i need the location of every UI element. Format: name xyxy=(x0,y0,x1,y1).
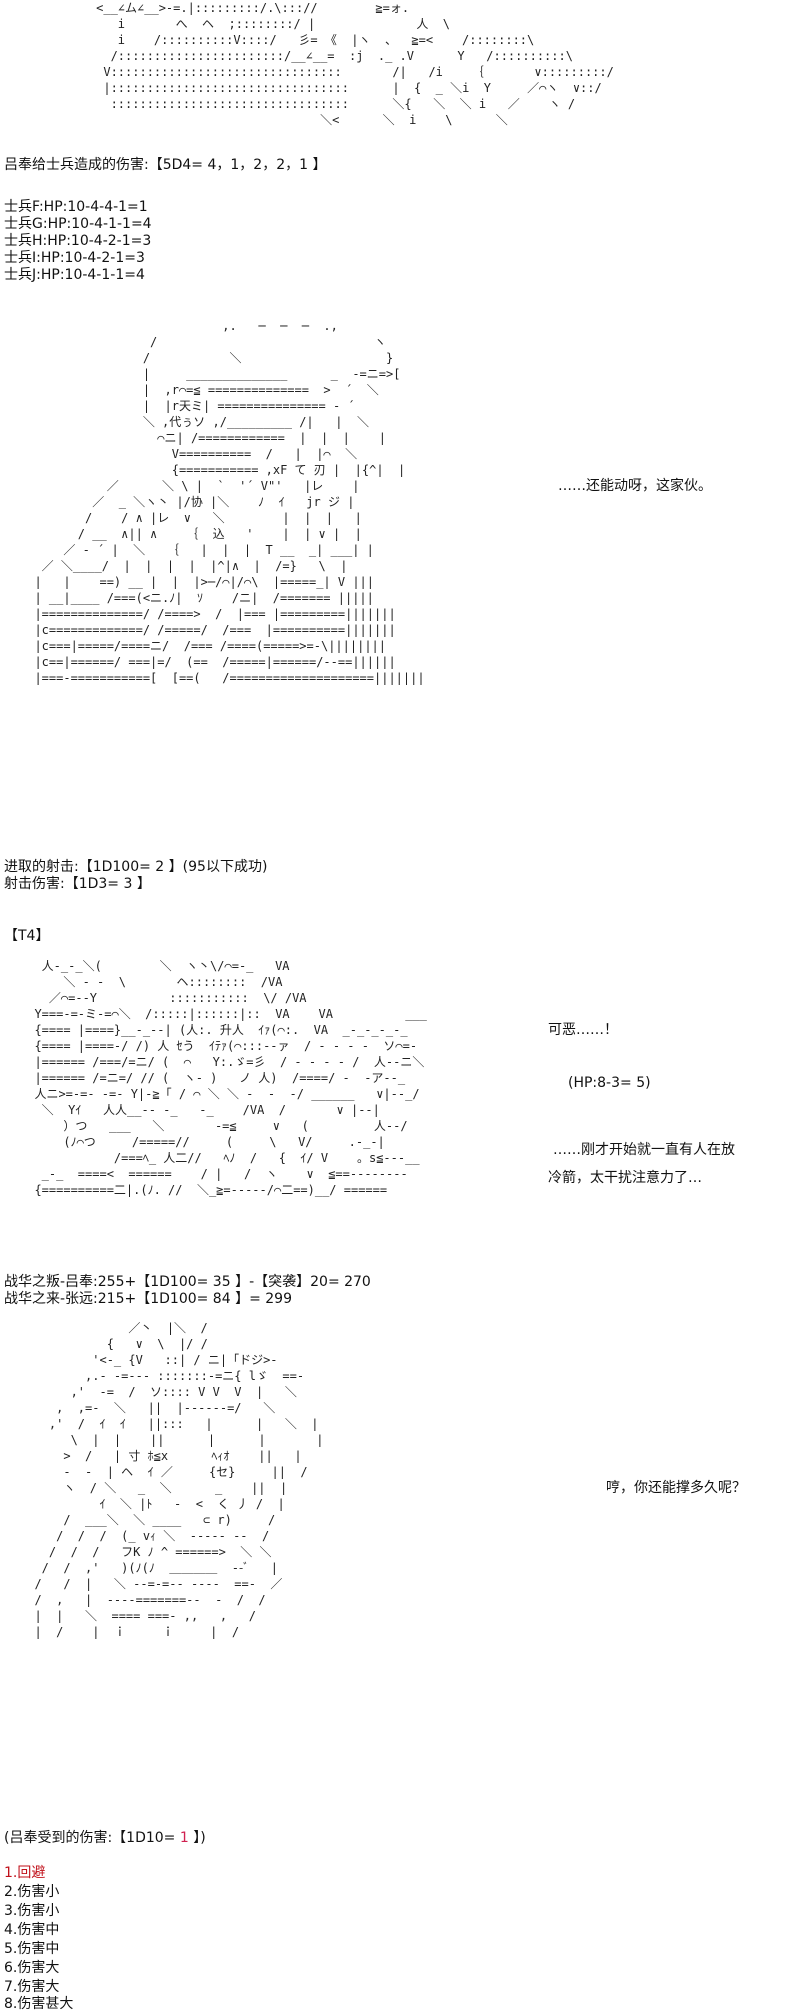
speech-damn: 可恶……！ xyxy=(548,1022,618,1038)
damage-roll-line: 吕奉给士兵造成的伤害:【5D4= 4，1，2，2，1 】 xyxy=(4,157,327,173)
outcome-8: 8.伤害甚大 xyxy=(4,1996,74,2012)
damage-suffix: 】) xyxy=(188,1830,206,1846)
soldier-hp-h: 士兵H:HP:10-4-2-1=3 xyxy=(4,233,152,249)
battle-roll-lubu: 战华之叛-吕奉:255+【1D100= 35 】-【突袭】20= 270 xyxy=(4,1274,371,1290)
ascii-art-lubu-bow: ,. ─ ─ ─ ., / ヽ / ＼ } | ______________ _… xyxy=(34,319,425,685)
outcome-1: 1.回避 xyxy=(4,1865,46,1881)
speech-arrows-1: ……刚才开始就一直有人在放 xyxy=(553,1142,735,1158)
ascii-art-battle: 人-_-_＼( ＼ ヽ丶\/⌒=-_ VA ＼ - - \ ヘ:::::::: … xyxy=(34,959,427,1197)
damage-taken-line: (吕奉受到的伤害:【1D10= 1 】) xyxy=(4,1830,206,1847)
ascii-art-top: <__∠ム∠__>-=.|:::::::::/.\:::// ≧=ォ. i へ … xyxy=(96,1,614,127)
soldier-hp-f: 士兵F:HP:10-4-4-1=1 xyxy=(4,199,148,215)
speech-arrows-2: 冷箭，太干扰注意力了… xyxy=(548,1170,702,1186)
soldier-hp-g: 士兵G:HP:10-4-1-1=4 xyxy=(4,216,152,232)
outcome-3: 3.伤害小 xyxy=(4,1903,60,1919)
speech-taunt: 哼，你还能撑多久呢？ xyxy=(606,1480,746,1496)
damage-prefix: (吕奉受到的伤害:【1D10= xyxy=(4,1830,180,1846)
shot-damage: 射击伤害:【1D3= 3 】 xyxy=(4,876,151,892)
outcome-4: 4.伤害中 xyxy=(4,1922,60,1938)
soldier-hp-j: 士兵J:HP:10-4-1-1=4 xyxy=(4,267,145,283)
outcome-6: 6.伤害大 xyxy=(4,1960,60,1976)
outcome-5: 5.伤害中 xyxy=(4,1941,60,1957)
speech-still-moving: ……还能动呀，这家伙。 xyxy=(558,478,712,494)
damage-value: 1 xyxy=(179,1830,189,1846)
turn-label: 【T4】 xyxy=(4,928,50,944)
outcome-7: 7.伤害大 xyxy=(4,1979,60,1995)
soldier-hp-i: 士兵I:HP:10-4-2-1=3 xyxy=(4,250,145,266)
battle-roll-zhangyuan: 战华之来-张远:215+【1D100= 84 】= 299 xyxy=(4,1291,292,1307)
hp-note: (HP:8-3= 5) xyxy=(568,1075,651,1091)
outcome-2: 2.伤害小 xyxy=(4,1884,60,1900)
shot-roll: 进取的射击:【1D100= 2 】(95以下成功) xyxy=(4,859,268,875)
ascii-art-zhangyuan: ／丶 |＼ / { ∨ \ |/ / '<-_ {V ::| / ニ|「ドジ>-… xyxy=(34,1321,324,1639)
